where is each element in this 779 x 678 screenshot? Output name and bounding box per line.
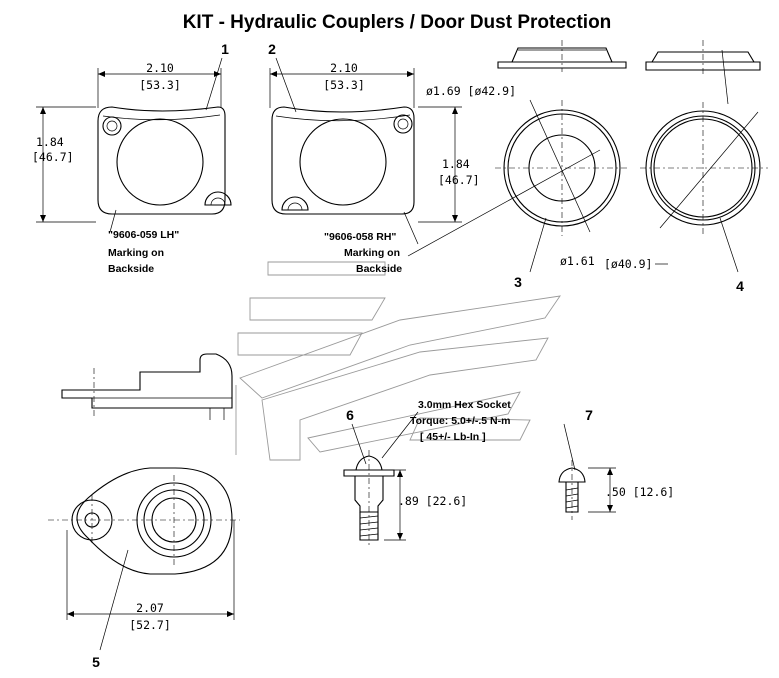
- part-3-inner-diameter: ø1.61: [560, 254, 595, 268]
- part-6-bolt: 6 .89 [22.6] 3.0mm Hex Socket Torque: 5.…: [343, 399, 511, 548]
- part-1-left-plate: 1 2.10 [53.3] 1.84 [46.7] "9606-059 LH" …: [32, 41, 232, 275]
- part-1-height-in: 1.84: [36, 135, 64, 149]
- part-5-length-mm: [52.7]: [129, 618, 171, 632]
- part-7-label: 7: [585, 407, 593, 423]
- part-2-marking-line1: "9606-058 RH": [324, 231, 396, 243]
- part-5-label: 5: [92, 654, 100, 670]
- part-4-label: 4: [736, 278, 744, 294]
- part-6-note-torque: Torque: 5.0+/-.5 N-m: [410, 415, 510, 427]
- part-7-length: .50 [12.6]: [605, 485, 674, 499]
- part-2-height-mm: [46.7]: [438, 173, 480, 187]
- part-2-label: 2: [268, 41, 276, 57]
- part-2-marking-line2: Marking on: [344, 247, 400, 259]
- part-1-marking-line1: "9606-059 LH": [108, 229, 179, 241]
- part-6-length: .89 [22.6]: [398, 494, 467, 508]
- part-2-marking-line3: Backside: [356, 263, 402, 275]
- part-3-seal-ring: ø1.69 [ø42.9] ø1.61 3: [407, 40, 630, 290]
- page-title: KIT - Hydraulic Couplers / Door Dust Pro…: [183, 12, 612, 33]
- part-5-latch: 2.07 [52.7] 5: [48, 353, 240, 670]
- part-4-diameter: [ø40.9]: [604, 257, 652, 271]
- part-3-outer-diameter: ø1.69 [ø42.9]: [426, 84, 516, 98]
- part-2-width-mm: [53.3]: [323, 78, 365, 92]
- part-1-label: 1: [221, 41, 229, 57]
- part-5-length-in: 2.07: [136, 601, 164, 615]
- part-6-label: 6: [346, 407, 354, 423]
- part-2-width-in: 2.10: [330, 61, 358, 75]
- part-6-note-lb-in: [ 45+/- Lb-In ]: [420, 431, 486, 443]
- part-4-seal-ring: [ø40.9] 4: [604, 40, 768, 294]
- part-2-right-plate: 2 2.10 [53.3] 1.84 [46.7] "9606-058 RH" …: [268, 41, 479, 275]
- part-2-height-in: 1.84: [442, 157, 470, 171]
- part-3-label: 3: [514, 274, 522, 290]
- watermark-logo: [235, 261, 561, 461]
- part-1-width-mm: [53.3]: [139, 78, 181, 92]
- part-6-note-hex-socket: 3.0mm Hex Socket: [418, 399, 511, 411]
- part-1-height-mm: [46.7]: [32, 150, 74, 164]
- part-1-width-in: 2.10: [146, 61, 174, 75]
- part-7-screw: 7 .50 [12.6]: [558, 407, 674, 520]
- part-1-marking-line3: Backside: [108, 263, 154, 275]
- part-1-marking-line2: Marking on: [108, 247, 164, 259]
